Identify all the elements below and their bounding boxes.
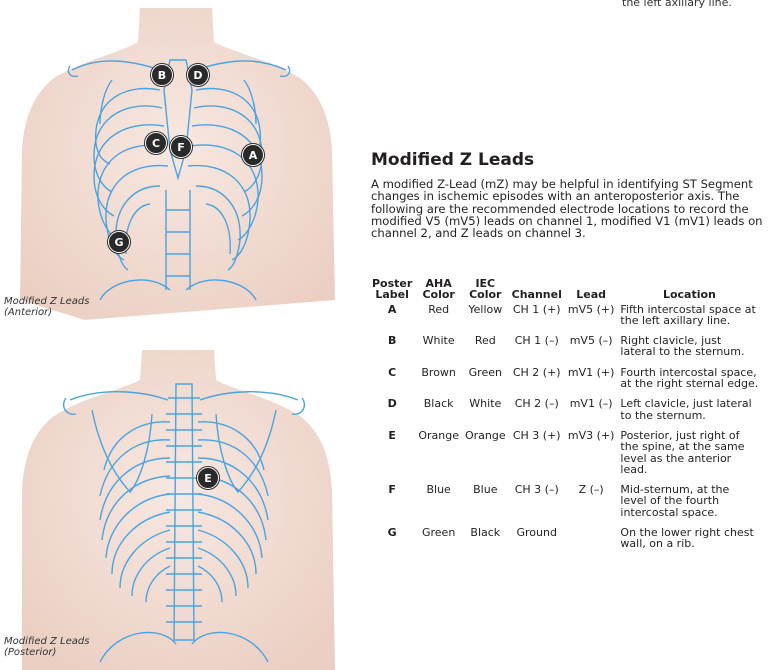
- cell-lead: mV1 (–): [569, 397, 613, 411]
- anterior-caption-line1: Modified Z Leads: [4, 296, 90, 307]
- table-row: G Green Black Ground On the lower right …: [369, 527, 761, 559]
- header-poster-label: Poster Label: [369, 278, 415, 304]
- cell-poster-label: A: [387, 302, 397, 316]
- table-row: E Orange Orange CH 3 (+) mV3 (+) Posteri…: [369, 430, 761, 484]
- posterior-caption-line2: (Posterior): [4, 647, 57, 658]
- cell-poster-label: F: [388, 483, 396, 497]
- cell-poster-label: G: [387, 526, 397, 540]
- posterior-torso-illustration: [22, 350, 335, 670]
- electrode-marker-d: D: [187, 64, 209, 86]
- anterior-torso-illustration: [20, 8, 335, 320]
- cell-channel: CH 1 (+): [512, 302, 561, 316]
- cell-iec-color: Yellow: [468, 302, 503, 316]
- cell-location: Fifth intercostal space at the left axil…: [620, 302, 756, 327]
- posterior-torso-figure: E Modified Z Leads (Posterior): [0, 340, 340, 670]
- cell-aha-color: Green: [421, 526, 456, 540]
- cell-iec-color: Blue: [473, 483, 498, 497]
- cell-aha-color: Blue: [426, 483, 451, 497]
- cell-lead: mV5 (+): [567, 302, 615, 316]
- cell-aha-color: Orange: [418, 428, 459, 442]
- electrode-placement-table: Poster Label AHA Color IEC Color Channel…: [369, 278, 761, 559]
- header-lead: Lead: [576, 288, 607, 302]
- cell-location: Fourth intercostal space, at the right s…: [620, 365, 759, 391]
- cell-location: Right clavicle, just lateral to the ster…: [620, 334, 745, 359]
- cell-channel: CH 1 (–): [514, 334, 559, 348]
- header-aha-color: AHA Color: [415, 278, 462, 304]
- cell-location: Mid-sternum, at the level of the fourth …: [620, 483, 730, 519]
- cell-lead: mV3 (+): [567, 428, 615, 442]
- cell-aha-color: Brown: [421, 365, 456, 379]
- table-row: A Red Yellow CH 1 (+) mV5 (+) Fifth inte…: [369, 304, 761, 336]
- header-iec-color-line1: IEC: [475, 277, 496, 290]
- electrode-marker-f: F: [170, 136, 192, 158]
- electrode-marker-e: E: [197, 467, 219, 489]
- cell-location: Left clavicle, just lateral to the stern…: [620, 397, 752, 422]
- table-row: B White Red CH 1 (–) mV5 (–) Right clavi…: [369, 335, 761, 367]
- cell-lead: mV1 (+): [567, 365, 615, 379]
- cell-channel: CH 3 (+): [512, 428, 561, 442]
- section-intro: A modified Z-Lead (mZ) may be helpful in…: [371, 177, 763, 241]
- header-location: Location: [662, 288, 716, 302]
- cell-channel: CH 3 (–): [514, 483, 559, 497]
- cell-channel: Ground: [516, 526, 557, 540]
- anterior-caption: Modified Z Leads (Anterior): [4, 296, 104, 318]
- anterior-torso-figure: B D C F A G Modified Z Leads (Anterior): [0, 0, 340, 330]
- cell-poster-label: B: [387, 334, 397, 348]
- cell-channel: CH 2 (–): [514, 397, 559, 411]
- cell-iec-color: Black: [470, 526, 501, 540]
- cell-iec-color: Orange: [464, 428, 506, 442]
- cell-location: Posterior, just right of the spine, at t…: [620, 428, 745, 476]
- cell-lead: [565, 527, 618, 559]
- cell-location: On the lower right chest wall, on a rib.: [620, 526, 754, 551]
- cell-iec-color: Green: [468, 365, 502, 379]
- header-iec-color: IEC Color: [462, 278, 509, 304]
- cell-poster-label: D: [387, 397, 397, 411]
- cell-channel: CH 2 (+): [512, 365, 561, 379]
- cell-iec-color: Red: [474, 334, 496, 348]
- table-header-row: Poster Label AHA Color IEC Color Channel…: [369, 278, 761, 304]
- cell-aha-color: Red: [428, 302, 450, 316]
- section-title: Modified Z Leads: [371, 150, 535, 170]
- header-aha-color-line1: AHA: [425, 277, 452, 290]
- posterior-caption-line1: Modified Z Leads: [4, 636, 90, 647]
- cell-aha-color: White: [422, 334, 455, 348]
- cell-aha-color: Black: [423, 397, 454, 411]
- cell-lead: mV5 (–): [569, 334, 613, 348]
- cell-poster-label: C: [388, 365, 397, 379]
- clipped-text-top: the left axillary line.: [622, 0, 732, 9]
- header-aha-color-line2: Color: [422, 288, 455, 302]
- cell-iec-color: White: [469, 397, 502, 411]
- electrode-marker-g: G: [108, 231, 130, 253]
- anterior-caption-line2: (Anterior): [4, 307, 53, 318]
- electrode-marker-c: C: [145, 132, 167, 154]
- table-row: C Brown Green CH 2 (+) mV1 (+) Fourth in…: [369, 367, 761, 399]
- header-poster-label-line2: Label: [375, 288, 409, 302]
- electrode-marker-b: B: [151, 64, 173, 86]
- cell-poster-label: E: [388, 428, 396, 442]
- electrode-marker-a: A: [242, 144, 264, 166]
- header-poster-label-line1: Poster: [372, 277, 413, 290]
- header-iec-color-line2: Color: [469, 288, 502, 302]
- table-row: F Blue Blue CH 3 (–) Z (–) Mid-sternum, …: [369, 484, 761, 527]
- table-row: D Black White CH 2 (–) mV1 (–) Left clav…: [369, 398, 761, 430]
- posterior-caption: Modified Z Leads (Posterior): [4, 636, 104, 658]
- header-channel: Channel: [511, 288, 562, 302]
- cell-lead: Z (–): [578, 483, 604, 497]
